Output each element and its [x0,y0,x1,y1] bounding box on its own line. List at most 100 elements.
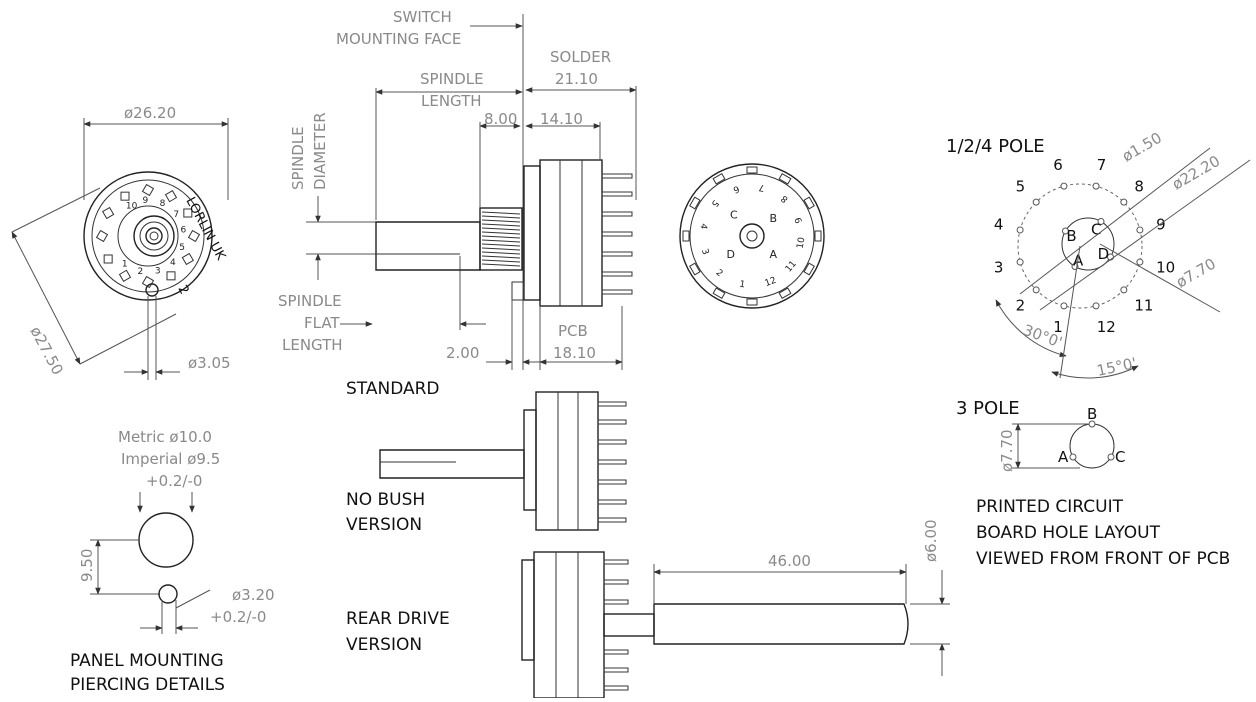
pcb-value: 18.10 [553,344,596,362]
front-contact-square [183,208,193,218]
panel-tol-1: +0.2/-0 [146,472,202,490]
front-position-number: 3 [155,267,161,277]
front-position-number: 7 [173,210,179,220]
pcb-hole [1136,258,1144,266]
standard-label: STANDARD [346,379,440,399]
pcb-angle-15: 15°0' [1095,354,1138,380]
thread-line [481,235,521,239]
rear-pole-letter: C [730,209,738,222]
front-position-number: 5 [179,243,185,253]
solder-pin [597,517,627,523]
front-position-number: 9 [142,196,148,206]
rear-terminal-tab [778,173,792,185]
solder-pin [601,271,633,277]
front-position-number: 6 [180,226,186,236]
rear-position-number: 10 [796,236,808,249]
flat-length-3: LENGTH [282,336,343,354]
front-contact-square [166,271,176,281]
thread-line [481,219,521,223]
rear-terminal-tab [746,298,758,306]
panel-caption-2: PIERCING DETAILS [70,675,225,695]
solder-pin [603,559,629,565]
solder-pin [603,685,629,691]
thread-line [481,263,521,267]
spindle-dia-1: SPINDLE [289,126,307,190]
thread-line [481,215,521,219]
dim-8: 8.00 [484,110,517,128]
pole3-dia: ø7.70 [998,429,1016,472]
nobush-label-1: NO BUSH [346,490,425,510]
pcb-hole [1032,198,1040,206]
pcb-pin-number: 6 [1053,156,1063,174]
rear-terminal-tab [803,262,815,276]
spindle-length-2: LENGTH [421,92,482,110]
pcb-hole [1092,302,1100,310]
dim-2: 2.00 [446,344,479,362]
thread-line [481,227,521,231]
pcb-hole [1032,286,1040,294]
switch-label-2: MOUNTING FACE [336,30,461,48]
solder-pin [597,419,627,425]
pcb-pin-number: 9 [1156,215,1166,233]
front-dia-diag: ø27.50 [26,323,66,377]
switch-label-1: SWITCH [393,8,452,26]
pcb-pin-number: 3 [994,259,1004,277]
flat-length-1: SPINDLE [278,292,342,310]
pcb-caption-1: PRINTED CIRCUIT [976,497,1124,517]
rear-terminal-tab [682,230,690,242]
spindle-dia-2: DIAMETER [311,112,329,190]
rear-terminal-tab [712,173,726,185]
solder-pin [603,667,629,673]
rear-position-number: 5 [709,198,720,209]
solder-pin [603,649,629,655]
side-view: SWITCH MOUNTING FACE SPINDLE LENGTH SPIN… [278,8,637,370]
pcb-hole [1136,226,1144,234]
pcb-dia-770: ø7.70 [1173,255,1219,292]
thread-line [481,259,521,263]
pcb-hole [1016,258,1024,266]
pole124-label: 1/2/4 POLE [946,136,1045,157]
thread-line [481,247,521,251]
pcb-inner-letter: B [1066,227,1076,245]
solder-pin [597,459,627,465]
thread-line [481,223,521,227]
panel-imperial: Imperial ø9.5 [121,450,220,468]
pcb-pin-number: 2 [1016,296,1026,314]
pcb-inner-letter: C [1091,220,1101,238]
front-dia-top: ø26.20 [124,104,176,122]
versions: STANDARD NO BUSH VERSION REAR DRIVE VERS… [346,379,950,699]
front-position-number: 10 [126,201,138,211]
rear-terminal-tab [746,166,758,174]
panel-tol-2: +0.2/-0 [210,608,266,626]
solder-pin [601,191,633,197]
pcb-hole [1060,302,1068,310]
pcb-dia-150: ø1.50 [1119,129,1165,166]
panel-piercing: Metric ø10.0 Imperial ø9.5 +0.2/-0 9.50 … [70,428,275,695]
rear-terminal-tab [689,196,701,210]
rear-terminal-tab [803,196,815,210]
front-contact-square [118,269,132,282]
solder-label: SOLDER [550,48,611,66]
pcb-pin-number: 11 [1134,296,1153,314]
front-contact-square [103,254,113,264]
pcb-inner-hole [1097,217,1105,225]
thread-line [481,251,521,255]
solder-pin [603,599,629,605]
rear-position-number: 11 [784,259,799,274]
front-contact-square [120,191,130,201]
pcb-pin-number: 4 [994,215,1004,233]
panel-metric: Metric ø10.0 [118,428,212,446]
pole3-letter-b: B [1087,405,1097,423]
pcb-pin-number: 10 [1156,259,1175,277]
front-position-number: 8 [160,199,166,209]
pcb-inner-letter: D [1098,245,1110,263]
rear-position-number: 1 [739,280,746,291]
thread-line [481,211,521,215]
panel-caption-1: PANEL MOUNTING [70,651,224,671]
thread-line [481,255,521,259]
solder-pin [603,579,629,585]
